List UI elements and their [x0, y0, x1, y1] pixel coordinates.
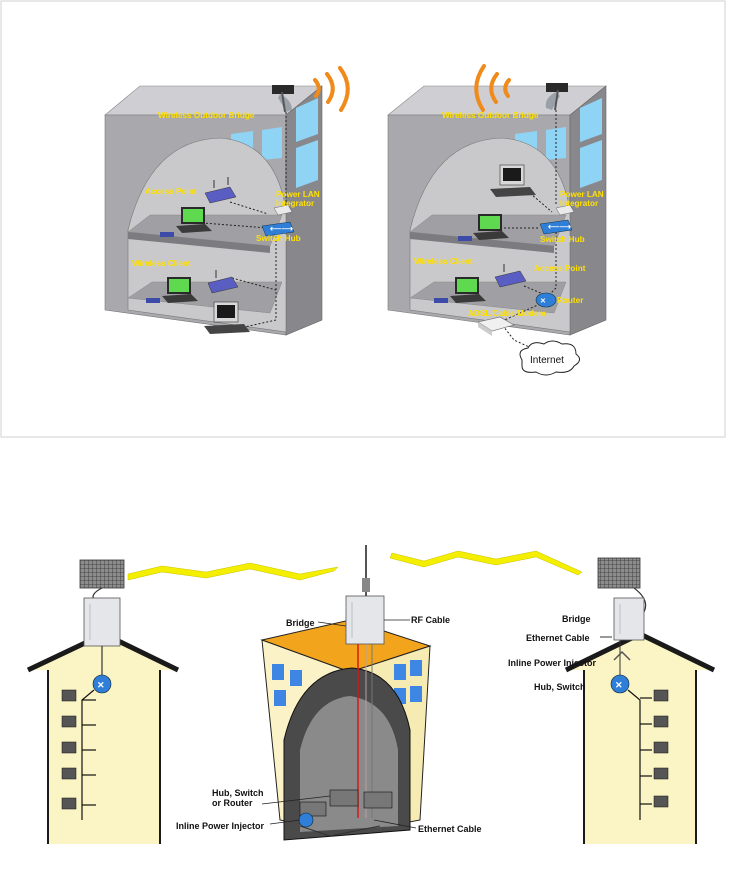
- label-adsl-cable-modem: ADSL/Cable Modem: [468, 309, 546, 318]
- left-panel-antenna: [79, 559, 125, 601]
- right-panel-antenna: [597, 557, 647, 613]
- label-wireless-outdoor-bridge-left: Wireless Outdoor Bridge: [158, 111, 255, 120]
- right-bridge-enclosure: [613, 597, 645, 641]
- label-integrator-right: Integrator: [560, 199, 599, 208]
- left-access-point-lower: [207, 270, 239, 294]
- label-rf-cable: RF Cable: [411, 615, 450, 625]
- label-wireless-outdoor-bridge-right: Wireless Outdoor Bridge: [442, 111, 539, 120]
- left-desktop-pc: [204, 301, 250, 334]
- left-laptop-lower: [146, 277, 198, 303]
- center-callouts: [261, 619, 417, 829]
- center-cables: [357, 644, 373, 818]
- right-laptop-upper: [458, 214, 509, 241]
- label-power-lan-right: Power LAN: [560, 190, 604, 199]
- label-ethernet-cable-right: Ethernet Cable: [526, 633, 590, 643]
- right-injector-icon: [613, 650, 631, 661]
- left-signal-arcs: [313, 66, 350, 112]
- label-ethernet-cable-center: Ethernet Cable: [418, 824, 482, 834]
- left-power-lan-integrator: [273, 204, 293, 216]
- label-router: Router: [557, 296, 584, 305]
- label-switch-hub-right: Switch Hub: [540, 235, 585, 244]
- right-router: ✕: [535, 292, 557, 308]
- lightning-bolt-right: [389, 550, 583, 576]
- left-bridge-enclosure: [83, 597, 121, 647]
- label-access-point-left: Access Point: [145, 187, 197, 196]
- right-outdoor-antenna: [545, 83, 568, 111]
- center-mast: [362, 545, 370, 600]
- label-bridge-center: Bridge: [286, 618, 315, 628]
- right-switch-hub: ⟵⟶: [539, 219, 573, 235]
- lightning-bolt-left: [127, 562, 339, 581]
- right-cables: [600, 636, 621, 676]
- internet-cloud: Internet: [519, 340, 580, 376]
- left-outdoor-antenna: [272, 85, 294, 113]
- left-house: [26, 631, 180, 844]
- left-switch-hub: ⟵⟶: [261, 221, 295, 237]
- label-inline-power-injector-center: Inline Power Injector: [176, 821, 265, 831]
- left-access-point: [204, 177, 237, 204]
- right-hub-icon: ✕: [610, 674, 630, 694]
- svg-text:✕: ✕: [615, 680, 623, 690]
- label-wireless-client-left: Wireless Client: [132, 259, 191, 268]
- left-laptop-upper: [160, 207, 212, 237]
- center-bridge-enclosure: [345, 595, 385, 645]
- right-modem: [477, 316, 515, 336]
- center-building: [260, 619, 432, 841]
- right-signal-arcs: [474, 64, 511, 112]
- label-hub-switch-center-2: or Router: [212, 798, 253, 808]
- label-integrator-left: Integrator: [276, 199, 315, 208]
- label-wireless-client-right: Wireless Client: [414, 257, 473, 266]
- svg-text:✕: ✕: [540, 298, 546, 305]
- svg-text:⟵⟶: ⟵⟶: [548, 222, 571, 231]
- center-rack-equipment: [299, 789, 393, 817]
- right-laptop-lower: [434, 277, 486, 303]
- svg-text:✕: ✕: [97, 680, 105, 690]
- label-power-lan-left: Power LAN: [276, 190, 320, 199]
- label-inline-power-injector-right: Inline Power Injector: [508, 658, 597, 668]
- label-hub-switch-right: Hub, Switch: [534, 682, 586, 692]
- left-pc-wiring: [81, 689, 96, 820]
- svg-text:⟵⟶: ⟵⟶: [270, 224, 293, 233]
- left-pc-column: [61, 689, 77, 810]
- label-bridge-right: Bridge: [562, 614, 591, 624]
- label-access-point-right: Access Point: [534, 264, 586, 273]
- right-access-point: [494, 264, 527, 288]
- label-hub-switch-center-1: Hub, Switch: [212, 788, 264, 798]
- right-pc-wiring: [627, 689, 652, 820]
- label-switch-hub-left: Switch Hub: [256, 234, 301, 243]
- center-injector-icon: [298, 812, 381, 837]
- label-internet: Internet: [530, 355, 564, 366]
- right-desktop-pc: [490, 164, 536, 197]
- left-hub-icon: ✕: [92, 674, 112, 694]
- right-power-lan-integrator: [555, 204, 575, 216]
- right-pc-column: [653, 689, 669, 808]
